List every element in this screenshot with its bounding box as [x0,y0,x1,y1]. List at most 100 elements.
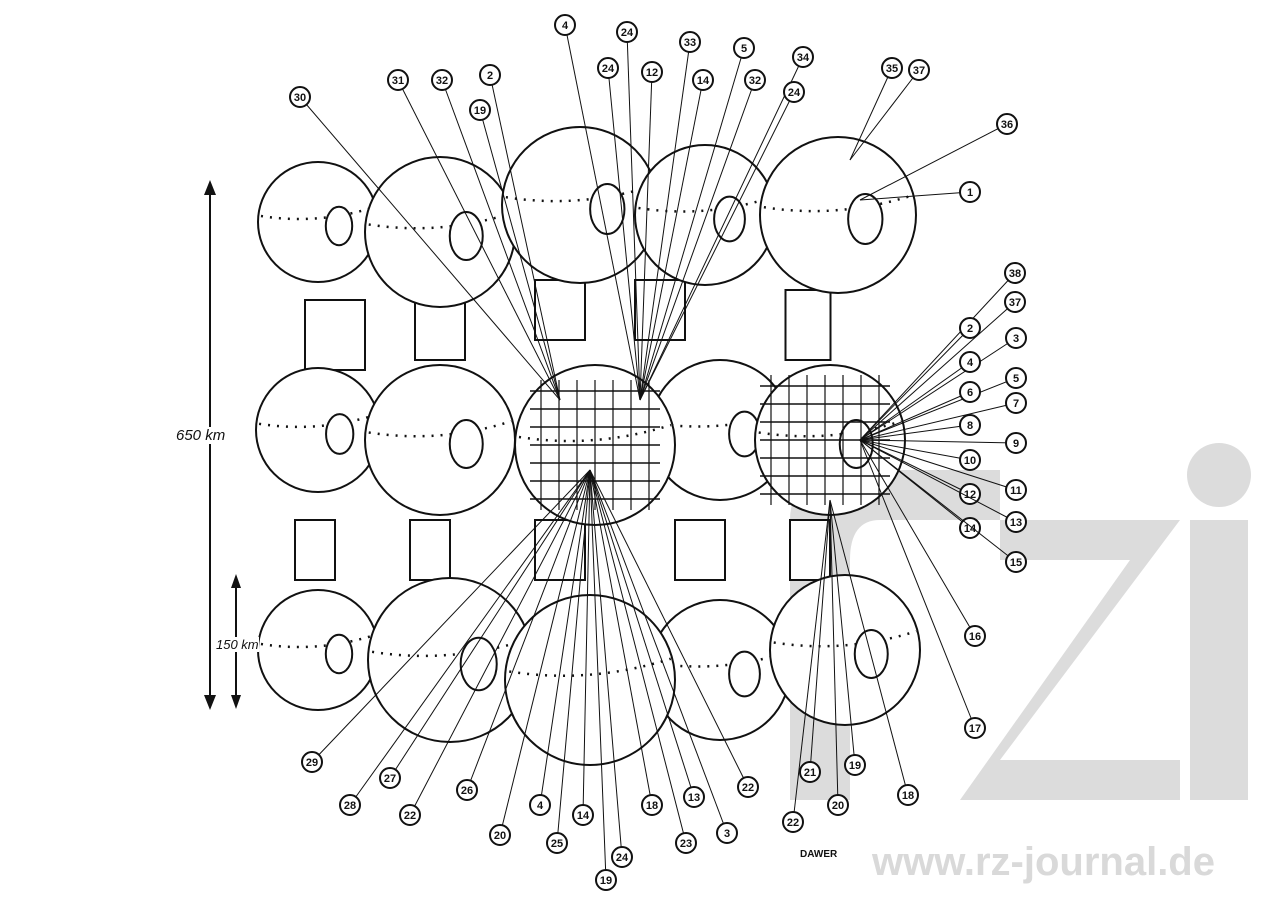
callout-leader [589,469,653,806]
callout-leader [397,79,561,401]
callout-circle [489,824,511,846]
callout-leader [589,469,623,858]
callout-number: 22 [404,810,416,822]
callout-number: 27 [384,773,396,785]
callout-leader [589,469,728,834]
connector-tube [674,519,726,581]
callout-leader [859,361,971,441]
habitat-sphere [759,136,917,294]
callout-circle [399,804,421,826]
callout-number: 21 [804,767,816,779]
callout-number: 18 [902,790,914,802]
callout-number: 22 [787,817,799,829]
callout-leader [829,499,909,796]
callout-circle [844,754,866,776]
docking-port [847,193,884,245]
connector-tube [409,519,451,581]
callout-number: 25 [551,838,563,850]
connector-tube [414,299,466,361]
callout-circle [964,625,986,647]
connector-tube [784,289,832,361]
habitat-sphere [504,594,676,766]
callout-number: 2 [487,70,493,82]
callout-circle [289,86,311,108]
callout-number: 8 [967,420,973,432]
callout-leader [626,31,641,401]
callout-number: 6 [967,387,973,399]
callout-circle [641,794,663,816]
callout-number: 7 [1013,398,1019,410]
callout-number: 12 [646,67,658,79]
callout-leader [859,327,971,441]
callout-number: 24 [616,852,629,864]
callout-leader [792,499,831,823]
callout-number: 13 [1010,517,1022,529]
callout-number: 24 [788,87,801,99]
callout-leader [859,439,1017,563]
callout-circle [908,59,930,81]
callout-circle [683,786,705,808]
callout-number: 5 [741,43,747,55]
callout-number: 30 [294,92,306,104]
callout-circle [799,761,821,783]
callout-circle [897,784,919,806]
callout-number: 29 [306,757,318,769]
callout-number: 38 [1009,268,1021,280]
callout-leader [859,439,971,461]
callout-circle [469,99,491,121]
callout-number: 19 [600,875,612,887]
callout-number: 14 [964,523,977,535]
callout-number: 10 [964,455,976,467]
callout-circle [546,832,568,854]
callout-circle [554,14,576,36]
callout-leader [859,272,1016,441]
callout-leader [589,469,749,788]
callout-number: 4 [967,357,974,369]
callout-number: 1 [967,187,973,199]
callout-leader [299,96,561,401]
callout-leader [859,377,1017,441]
callout-leader [639,79,756,401]
docking-port [325,413,355,455]
connector-tube [294,519,336,581]
connector-tube [304,299,366,371]
callout-number: 34 [797,52,810,64]
callout-circle [783,81,805,103]
connector-tube [789,519,831,581]
callout-circle [964,717,986,739]
docking-port [728,650,761,698]
callout-number: 37 [1009,297,1021,309]
habitat-sphere [257,589,379,711]
callout-leader [556,469,591,844]
callout-leader [311,469,591,763]
callout-leader [589,469,607,881]
callout-leader [859,391,971,441]
callout-circle [675,832,697,854]
callout-circle [959,181,981,203]
callout-number: 24 [621,27,634,39]
callout-number: 18 [646,800,658,812]
callout-circle [479,64,501,86]
docking-port [459,636,498,692]
callout-number: 4 [537,800,544,812]
callout-circle [616,21,638,43]
callout-leader [441,79,561,401]
callout-number: 5 [1013,373,1019,385]
callout-circle [379,767,401,789]
callout-leader [639,91,795,401]
callout-circle [881,57,903,79]
callout-number: 28 [344,800,356,812]
habitat-sphere [364,364,516,516]
callout-circle [387,69,409,91]
window-row [758,420,902,438]
callout-circle [792,46,814,68]
callout-circle [1005,551,1027,573]
callout-number: 11 [1010,485,1022,497]
docking-port [324,205,354,247]
callout-circle [339,794,361,816]
callout-leader [849,69,920,161]
callout-leader [809,499,831,773]
callout-leader [409,469,591,816]
